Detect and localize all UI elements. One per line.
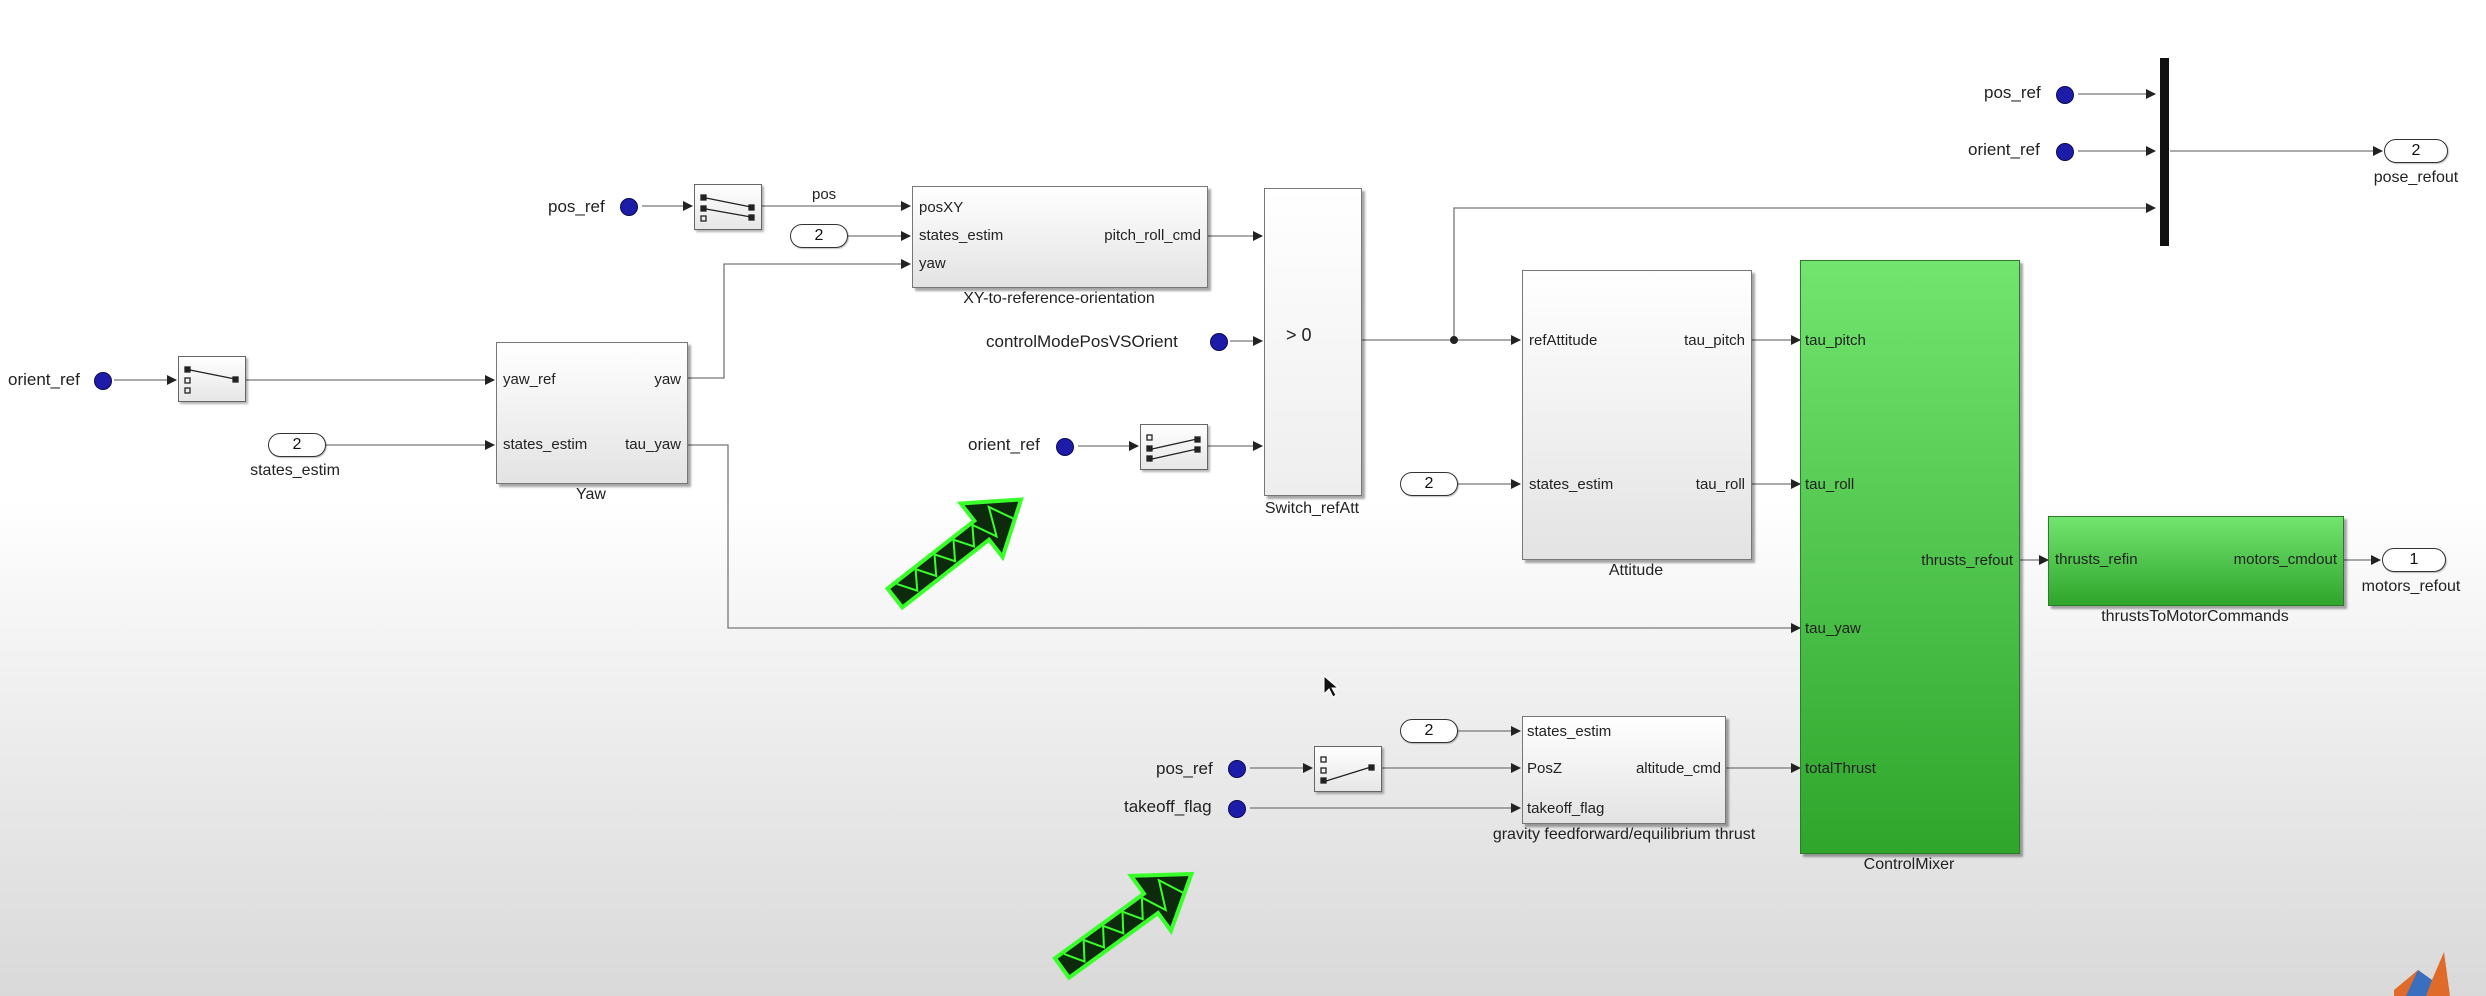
tag-dot[interactable] (1056, 438, 1074, 456)
port-out-pitch-roll-cmd: pitch_roll_cmd (1104, 227, 1201, 244)
branch-point (1450, 336, 1458, 344)
thrusts-to-motor-commands-block[interactable]: thrusts_refin motors_cmdout (2048, 516, 2344, 606)
port-in-tau-yaw: tau_yaw (1805, 620, 1861, 637)
tag-dot[interactable] (2056, 86, 2074, 104)
inport-gravity-states[interactable]: 2 (1400, 719, 1458, 743)
outport-motors-refout[interactable]: 1 (2382, 548, 2446, 572)
tag-pos-ref-right: pos_ref (1984, 83, 2041, 102)
tag-orient-ref-right: orient_ref (1968, 140, 2040, 159)
selector-block[interactable] (1140, 424, 1208, 470)
mux-block[interactable] (2160, 58, 2169, 246)
port-in-posxy: posXY (919, 199, 964, 216)
tag-dot[interactable] (1210, 333, 1228, 351)
tag-dot[interactable] (2056, 143, 2074, 161)
tag-pos-ref-bottom: pos_ref (1156, 759, 1213, 778)
port-out-tau-roll: tau_roll (1695, 476, 1745, 493)
port-in-tau-pitch: tau_pitch (1805, 332, 1866, 349)
attitude-block-name: Attitude (1608, 562, 1664, 579)
signal-line[interactable] (686, 444, 1801, 633)
port-in-states-estim: states_estim (919, 227, 1004, 244)
port-out-altitude-cmd: altitude_cmd (1635, 760, 1721, 777)
port-out-tau-pitch: tau_pitch (1684, 332, 1745, 349)
tag-dot[interactable] (620, 198, 638, 216)
tag-takeoff-flag: takeoff_flag (1124, 797, 1212, 816)
selector-block[interactable] (694, 184, 762, 230)
port-in-refattitude: refAttitude (1529, 332, 1598, 349)
thrusts-block-name: thrustsToMotorCommands (2101, 608, 2289, 625)
port-in-states-estim: states_estim (503, 436, 588, 453)
selector-block[interactable] (1314, 746, 1382, 792)
yaw-block-name: Yaw (576, 486, 606, 503)
port-in-takeoff-flag: takeoff_flag (1527, 800, 1605, 817)
port-in-yaw: yaw (919, 255, 946, 272)
annotation-arrow-upper (884, 497, 1024, 611)
port-in-yaw-ref: yaw_ref (503, 371, 556, 388)
xy-block-name: XY-to-reference-orientation (963, 290, 1155, 307)
tag-dot[interactable] (94, 372, 112, 390)
port-in-posz: PosZ (1527, 760, 1563, 777)
inport-states-estim[interactable]: 2 (268, 433, 326, 457)
port-out-motors-cmdout: motors_cmdout (2233, 551, 2337, 568)
tag-control-mode: controlModePosVSOrient (986, 332, 1178, 351)
outport-motors-refout-label: motors_refout (2361, 578, 2461, 595)
yaw-block[interactable]: yaw_ref states_estim yaw tau_yaw (496, 342, 688, 484)
port-in-tau-roll: tau_roll (1805, 476, 1855, 493)
control-mixer-block-name: ControlMixer (1863, 856, 1955, 873)
tag-orient-ref-left: orient_ref (8, 370, 80, 389)
inport-states-estim-label: states_estim (250, 462, 340, 479)
mouse-cursor (1323, 674, 1340, 698)
inport-attitude-states[interactable]: 2 (1400, 472, 1458, 496)
outport-pose-refout[interactable]: 2 (2384, 139, 2448, 163)
signal-label-pos: pos (812, 186, 837, 203)
annotation-arrow-lower (1052, 871, 1195, 981)
inport-xy-states[interactable]: 2 (790, 224, 848, 248)
selector-block[interactable] (178, 356, 246, 402)
attitude-block[interactable]: refAttitude states_estim tau_pitch tau_r… (1522, 270, 1752, 560)
control-mixer-block[interactable]: tau_pitch tau_roll tau_yaw totalThrust t… (1800, 260, 2020, 854)
port-out-thrusts-refout: thrusts_refout (1921, 552, 2013, 569)
tag-pos-ref-top: pos_ref (548, 197, 605, 216)
gravity-feedforward-block[interactable]: states_estim PosZ takeoff_flag altitude_… (1522, 716, 1726, 824)
port-in-thrusts-refin: thrusts_refin (2055, 551, 2138, 568)
signal-line[interactable] (1453, 203, 2156, 340)
port-in-states-estim: states_estim (1529, 476, 1614, 493)
signal-line[interactable] (686, 259, 911, 379)
xy-to-reference-orientation-block[interactable]: posXY states_estim yaw pitch_roll_cmd (912, 186, 1208, 288)
matlab-logo-icon (2394, 952, 2450, 996)
gravity-block-name: gravity feedforward/equilibrium thrust (1492, 826, 1756, 843)
tag-orient-ref-mid: orient_ref (968, 435, 1040, 454)
switch-refatt-block[interactable] (1264, 188, 1362, 496)
port-out-yaw: yaw (654, 371, 681, 388)
switch-block-name: Switch_refAtt (1264, 500, 1360, 517)
tag-dot[interactable] (1228, 760, 1246, 778)
outport-pose-refout-label: pose_refout (2373, 169, 2459, 186)
port-out-tau-yaw: tau_yaw (625, 436, 681, 453)
switch-threshold: > 0 (1286, 325, 1312, 345)
tag-dot[interactable] (1228, 800, 1246, 818)
port-in-total-thrust: totalThrust (1805, 760, 1876, 777)
port-in-states-estim: states_estim (1527, 723, 1612, 740)
